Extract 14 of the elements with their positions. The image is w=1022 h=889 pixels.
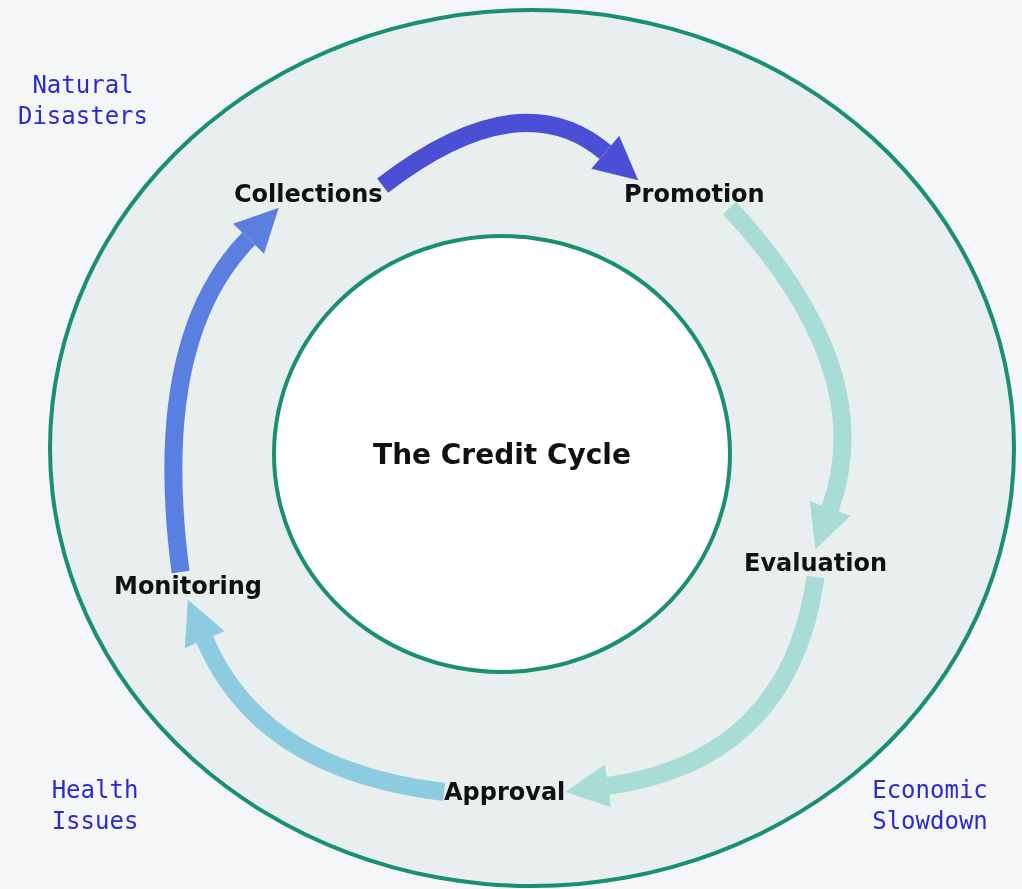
stage-label: Monitoring <box>114 572 262 600</box>
stage-label: Evaluation <box>744 549 887 577</box>
curved-arrow <box>377 113 640 193</box>
curved-arrow <box>164 206 277 573</box>
center-circle: The Credit Cycle <box>272 234 732 674</box>
factor-label: Health Issues <box>50 775 140 838</box>
factor-label: Economic Slowdown <box>871 775 989 838</box>
factor-label: Natural Disasters <box>16 70 149 133</box>
curved-arrow <box>722 202 852 550</box>
curved-arrow <box>565 575 825 808</box>
stage-label: Collections <box>234 180 383 208</box>
curved-arrow <box>185 600 446 801</box>
stage-label: Approval <box>444 778 566 806</box>
stage-label: Promotion <box>624 180 765 208</box>
